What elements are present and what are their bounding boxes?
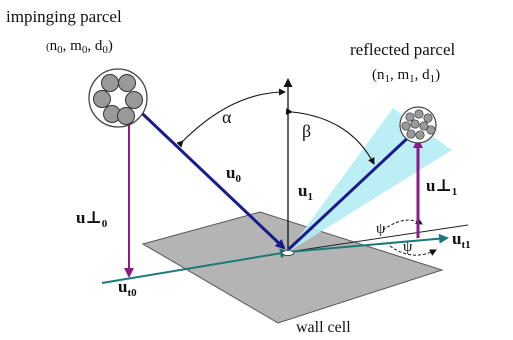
psi-arc-lower: [389, 245, 437, 256]
reflected-parcel-params: (n1, m1, d1): [372, 67, 440, 85]
psi-label-upper: ψ: [376, 221, 386, 237]
tangent-line: [287, 224, 469, 253]
alpha-label: α: [222, 107, 232, 127]
uperp0-label: u⊥0: [76, 208, 108, 230]
wall-cell-label: wall cell: [296, 319, 351, 336]
wall-cell-plane: [141, 211, 444, 324]
u0-label: u0: [226, 163, 241, 185]
beta-arc: [285, 107, 375, 165]
impact-point: [281, 250, 295, 256]
impinging-parcel: [88, 68, 148, 128]
ut0-label: ut0: [118, 277, 137, 299]
alpha-arc: [176, 88, 286, 148]
u1-arrow: [287, 131, 415, 251]
psi-arc-upper: [382, 217, 423, 231]
impinging-parcel-params: (n0, m0, d0): [46, 38, 113, 56]
reflection-cone: [288, 108, 452, 252]
u1-label: u1: [298, 181, 313, 203]
reflected-parcel: [399, 106, 437, 144]
uperp1-label: u⊥1: [426, 176, 457, 198]
reflected-parcel-title: reflected parcel: [350, 40, 455, 59]
impinging-parcel-title: impinging parcel: [6, 7, 122, 26]
psi-label-lower: ψ: [403, 239, 413, 255]
beta-label: β: [302, 121, 311, 141]
u0-arrow: [126, 98, 286, 250]
ut1-label: ut1: [452, 229, 471, 251]
ut1-arrow: [287, 233, 449, 253]
